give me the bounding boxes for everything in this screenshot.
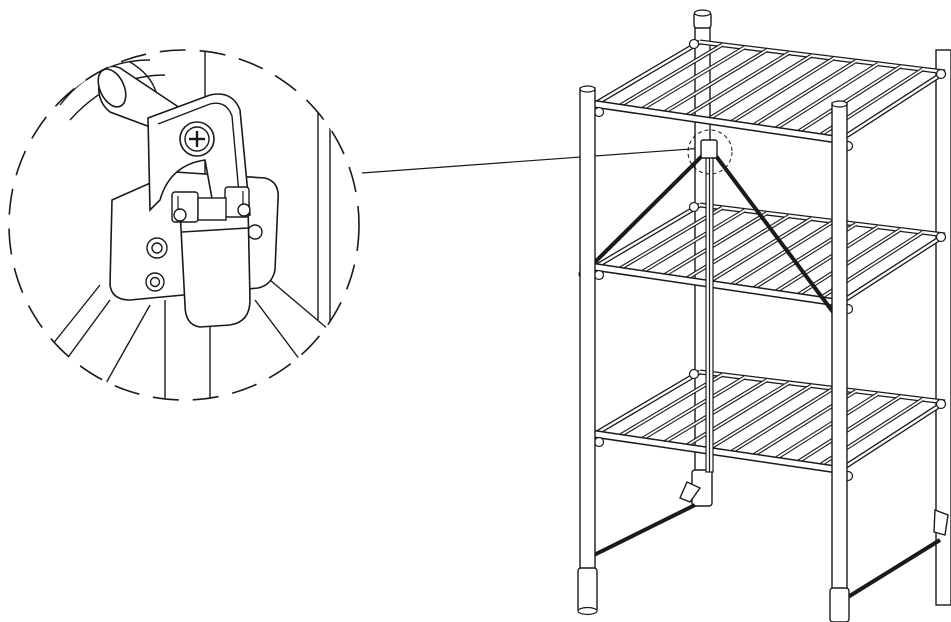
detail-callout: [8, 49, 360, 401]
shelf: [593, 201, 947, 315]
shelf: [593, 368, 947, 482]
shelf: [593, 38, 947, 152]
screw-icon: [189, 131, 205, 147]
shelf-unit: [577, 9, 951, 622]
leader-line: [361, 147, 705, 174]
pole-front-left: [577, 85, 598, 616]
pole-back-right: [935, 49, 951, 606]
base-feet: [593, 481, 949, 599]
shelves: [593, 38, 947, 482]
pole-front-right: [829, 100, 850, 622]
detail-circle: [8, 49, 360, 401]
zoomed-latch: [39, 50, 336, 400]
